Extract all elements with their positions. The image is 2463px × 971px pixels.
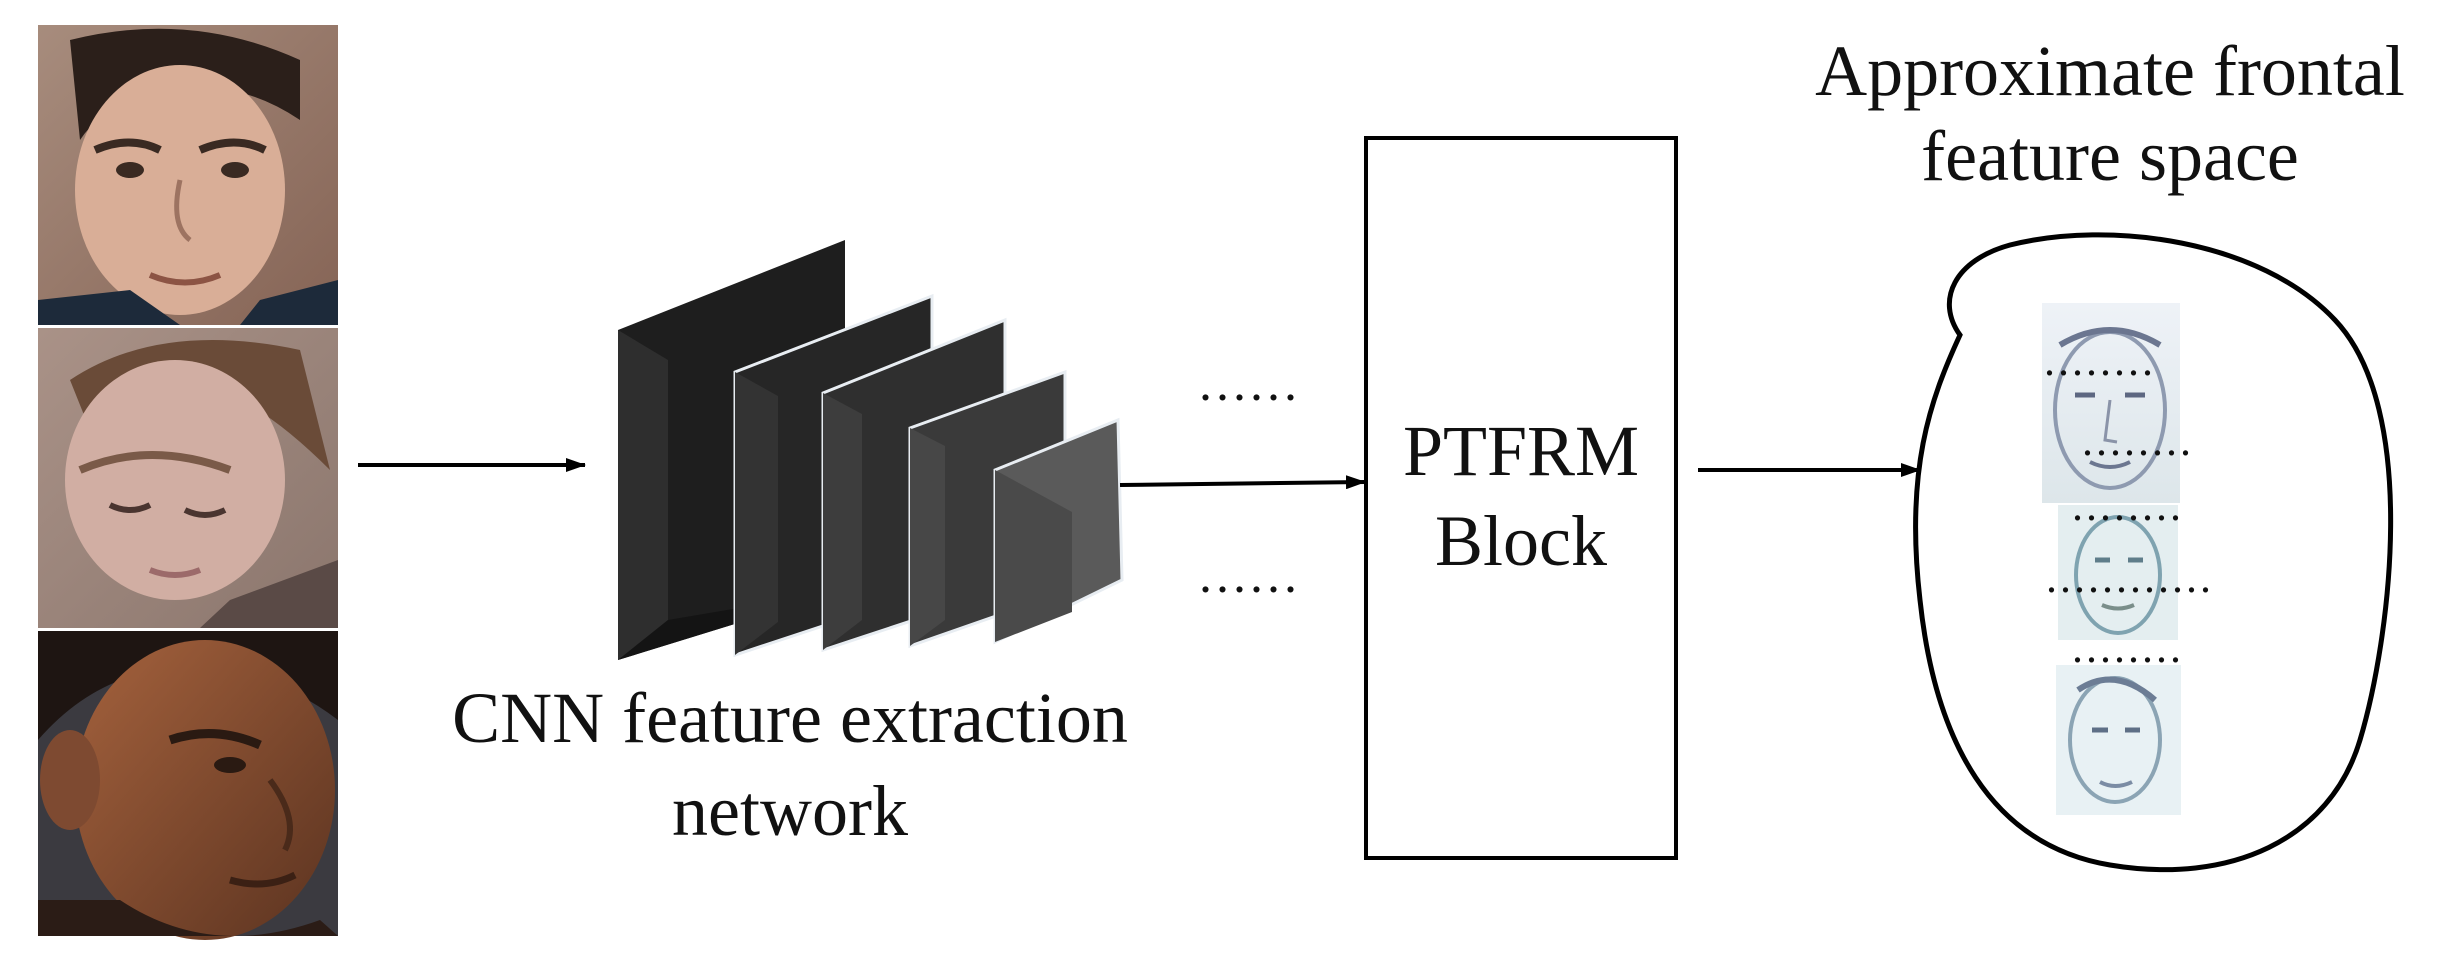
feature-dots-2: ........ bbox=[2082, 416, 2194, 465]
cnn-layer-5 bbox=[993, 417, 1124, 645]
frontal-face-3 bbox=[2056, 665, 2181, 815]
feature-dots-long: ............ bbox=[2046, 553, 2214, 602]
ptfrm-block: PTFRM Block bbox=[1364, 136, 1678, 860]
feature-space-title-line1: Approximate frontal bbox=[1815, 31, 2405, 111]
cnn-layers bbox=[618, 240, 1124, 660]
input-face-stack bbox=[38, 25, 338, 940]
face-photo-2 bbox=[38, 328, 338, 628]
feature-space-title-line2: feature space bbox=[1921, 116, 2299, 196]
ptfrm-label-line2: Block bbox=[1435, 501, 1607, 581]
face-photo-3 bbox=[38, 631, 338, 940]
frontal-face-2 bbox=[2058, 505, 2178, 640]
cnn-label-line1: CNN feature extraction bbox=[452, 678, 1128, 758]
face-photo-1 bbox=[38, 25, 338, 325]
ellipsis-top: ...... bbox=[1199, 355, 1301, 412]
ptfrm-box bbox=[1364, 136, 1678, 860]
arrow-cnn-to-ptfrm bbox=[1119, 475, 1366, 490]
feature-dots-4: ........ bbox=[2072, 623, 2184, 672]
ellipsis-bottom: ...... bbox=[1199, 547, 1301, 604]
feature-dots-1: ........ bbox=[2044, 336, 2156, 385]
feature-dots-3: ........ bbox=[2072, 481, 2184, 530]
ptfrm-label-line1: PTFRM bbox=[1403, 411, 1639, 491]
feature-space-boundary bbox=[1913, 232, 2394, 873]
cnn-label-line2: network bbox=[672, 771, 908, 851]
frontal-face-1 bbox=[2042, 303, 2180, 503]
